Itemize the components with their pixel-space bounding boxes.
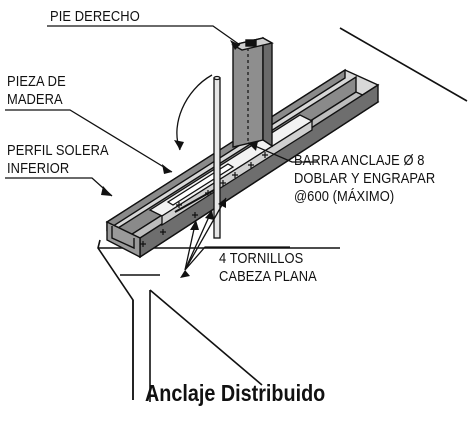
label-pieza-line1: PIEZA DE — [7, 73, 66, 90]
label-perfil-line1: PERFIL SOLERA — [7, 142, 109, 159]
label-barra-line1: BARRA ANCLAJE Ø 8 — [294, 152, 425, 169]
arrow-heads — [101, 40, 258, 278]
label-barra-line3: @600 (MÁXIMO) — [294, 188, 395, 205]
label-tornillos-line2: CABEZA PLANA — [219, 268, 317, 285]
leader-lines — [5, 25, 318, 271]
pieza-madera — [148, 114, 314, 227]
figure-caption: Anclaje Distribuido — [145, 380, 326, 406]
pie-derecho-stud — [231, 36, 274, 148]
label-pieza-line2: MADERA — [7, 91, 63, 108]
label-pie-derecho: PIE DERECHO — [50, 8, 140, 25]
label-tornillos-line1: 4 TORNILLOS — [219, 250, 304, 267]
label-barra-line2: DOBLAR Y ENGRAPAR — [294, 170, 436, 187]
tornillos — [140, 152, 268, 247]
label-perfil-line2: INFERIOR — [7, 160, 70, 177]
